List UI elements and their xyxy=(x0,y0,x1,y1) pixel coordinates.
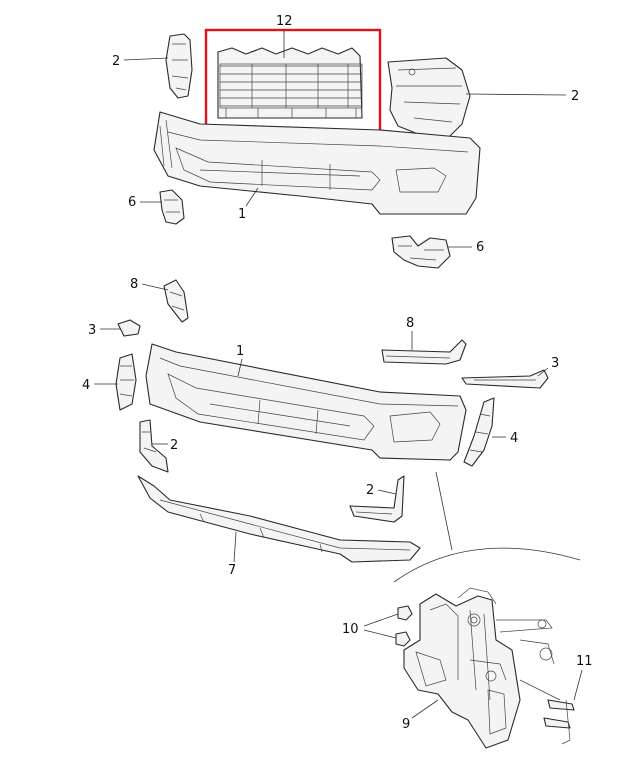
leader-2-top-left xyxy=(123,57,169,61)
filler-part-8-left[interactable] xyxy=(163,279,189,323)
nut-part-10-lower[interactable] xyxy=(395,631,411,647)
detail-circle-arc xyxy=(393,547,581,583)
callout-1-top: 1 xyxy=(238,207,246,222)
bracket-part-6-right[interactable] xyxy=(391,235,451,269)
callout-1-bottom: 1 xyxy=(236,344,244,359)
leader-8-left xyxy=(141,283,169,291)
callout-2-top-left: 2 xyxy=(112,54,120,69)
bumper-part-1-top[interactable] xyxy=(153,111,481,215)
callout-3-right: 3 xyxy=(551,356,559,371)
callout-2-mid-right: 2 xyxy=(366,483,374,498)
leader-10-a xyxy=(363,613,399,627)
callout-6-left: 6 xyxy=(128,195,136,210)
leader-10-b xyxy=(363,629,397,639)
mounting-bracket-part-9[interactable] xyxy=(403,587,561,749)
grille-insert-part-12[interactable] xyxy=(217,47,363,119)
callout-12: 12 xyxy=(276,14,293,29)
leader-1-top xyxy=(245,187,259,207)
callout-8-left: 8 xyxy=(130,277,138,292)
callout-7: 7 xyxy=(228,563,236,578)
air-dam-part-7[interactable] xyxy=(137,475,421,563)
callout-4-right: 4 xyxy=(510,431,518,446)
bracket-part-3-left[interactable] xyxy=(117,319,141,337)
bracket-part-2-top-right[interactable] xyxy=(387,57,471,139)
callout-4-left: 4 xyxy=(82,378,90,393)
callout-3-left: 3 xyxy=(88,323,96,338)
bracket-part-2-mid-right[interactable] xyxy=(349,475,405,523)
callout-8-right: 8 xyxy=(406,316,414,331)
leader-2-mid-right xyxy=(377,489,397,495)
leader-3-right xyxy=(537,367,549,377)
callout-2-top-right: 2 xyxy=(571,89,579,104)
callout-11: 11 xyxy=(576,654,593,669)
bracket-part-2-top-left[interactable] xyxy=(165,33,193,99)
bracket-part-4-right[interactable] xyxy=(463,397,495,467)
leader-7 xyxy=(233,531,237,563)
bracket-part-3-right[interactable] xyxy=(461,369,549,389)
bumper-part-1-bottom[interactable] xyxy=(145,343,467,461)
detail-connector xyxy=(435,471,453,551)
leader-9 xyxy=(411,699,439,719)
callout-9: 9 xyxy=(402,717,410,732)
callout-2-mid-left: 2 xyxy=(170,438,178,453)
nut-part-10-upper[interactable] xyxy=(397,605,413,621)
bolt-part-11[interactable] xyxy=(543,699,575,745)
callout-10: 10 xyxy=(342,622,359,637)
callout-6-right: 6 xyxy=(476,240,484,255)
leader-2-top-right xyxy=(465,93,567,96)
bracket-part-6-left[interactable] xyxy=(159,189,185,225)
leader-1-bottom xyxy=(237,358,243,377)
bracket-part-4-left[interactable] xyxy=(115,353,137,411)
leader-11 xyxy=(573,669,583,701)
bracket-part-2-mid-left[interactable] xyxy=(139,419,169,473)
filler-part-8-right[interactable] xyxy=(381,339,467,365)
